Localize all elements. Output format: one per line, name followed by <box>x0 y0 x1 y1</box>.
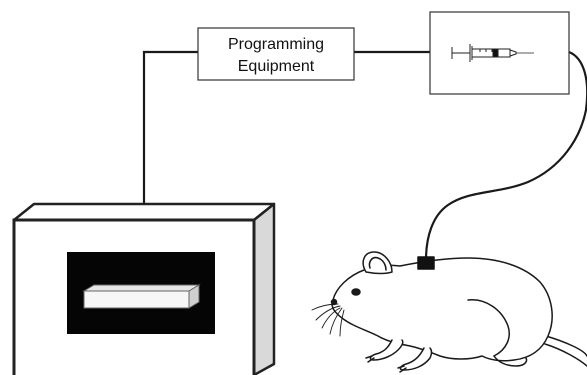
syringe-icon <box>451 44 534 62</box>
monitor-top-face <box>12 202 276 222</box>
rat-ear <box>362 251 393 275</box>
pump-to-rat-tubing <box>424 50 587 261</box>
rat-front-leg <box>369 339 404 361</box>
programming-equipment-frame <box>197 27 355 81</box>
rat-whiskers <box>311 303 345 337</box>
rat-icon <box>311 251 587 373</box>
rat-eye <box>351 288 361 296</box>
monitor-icon <box>12 202 276 375</box>
bar-stimulus <box>82 284 201 309</box>
rat-headmount <box>417 256 435 270</box>
programming-equipment-label-line1: Programming <box>228 36 324 53</box>
rat-tail <box>545 335 587 357</box>
syringe-pump-box <box>429 11 570 95</box>
monitor-side-face <box>252 202 276 375</box>
rat-body <box>331 257 553 362</box>
programming-equipment-label-line2: Equipment <box>238 58 315 75</box>
wires <box>142 50 587 261</box>
programming-equipment-box: Programming Equipment <box>197 27 355 81</box>
monitor-to-programmer-wire <box>142 50 198 204</box>
